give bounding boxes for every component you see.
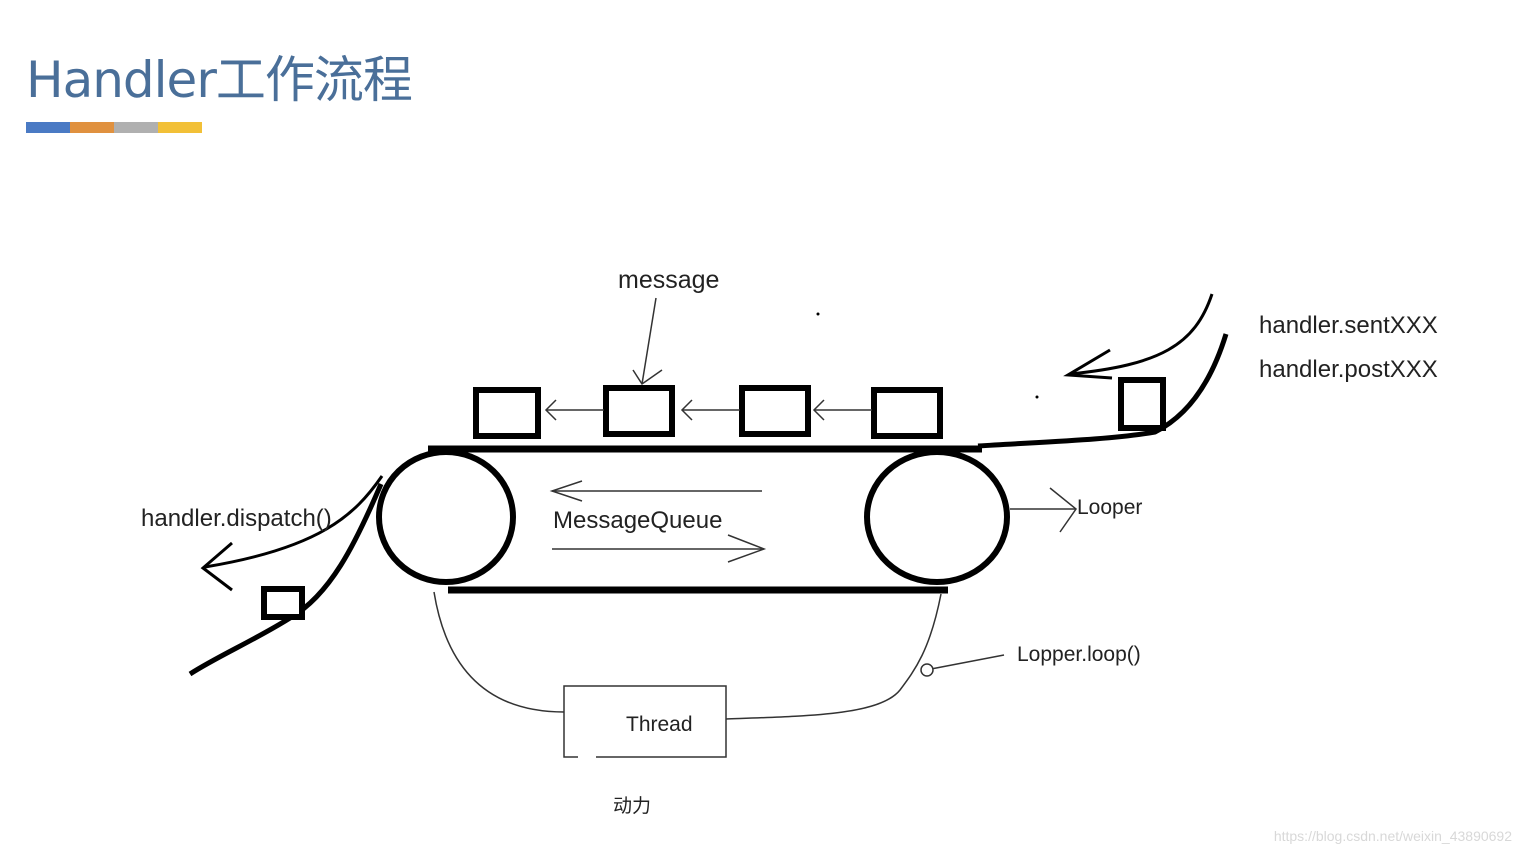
left-roller	[376, 449, 516, 585]
message-box	[473, 387, 541, 439]
message-box	[739, 385, 811, 437]
post-label: handler.postXXX	[1259, 356, 1438, 383]
accent-segment-gray	[114, 122, 158, 133]
incoming-belt	[977, 333, 1229, 449]
accent-segment-yellow	[158, 122, 202, 133]
looper-label: Looper	[1077, 496, 1142, 519]
queue-arrows	[544, 399, 872, 421]
accent-segment-blue	[26, 122, 70, 133]
accent-segment-orange	[70, 122, 114, 133]
stray-dot	[1035, 395, 1039, 399]
queue-direction-arrows	[549, 480, 767, 563]
stray-dot	[816, 312, 820, 316]
thread-box	[563, 685, 727, 758]
message-label: message	[618, 266, 719, 294]
title-accent-bar	[26, 122, 202, 133]
incoming-message-box	[1118, 377, 1166, 431]
loop-pointer-line	[930, 654, 1005, 670]
queue-label: MessageQueue	[553, 507, 722, 534]
thread-left-link	[433, 591, 565, 713]
watermark: https://blog.csdn.net/weixin_43890692	[1273, 828, 1512, 844]
dispatch-label: handler.dispatch()	[141, 505, 332, 532]
loop-pointer-dot	[920, 663, 934, 677]
send-arrow	[1063, 293, 1214, 380]
right-roller	[864, 449, 1010, 585]
looper-arrow	[1010, 487, 1078, 533]
power-label: 动力	[613, 795, 651, 817]
send-label: handler.sentXXX	[1259, 312, 1438, 339]
outgoing-message-box	[261, 586, 305, 620]
thread-right-link	[725, 593, 942, 720]
message-box	[871, 387, 943, 439]
message-box	[603, 385, 675, 437]
message-pointer-arrow	[632, 297, 663, 386]
slide-title: Handler工作流程	[26, 51, 413, 109]
dispatch-arrow	[200, 475, 384, 592]
thread-label: Thread	[626, 713, 693, 736]
loop-label: Lopper.loop()	[1017, 643, 1141, 666]
